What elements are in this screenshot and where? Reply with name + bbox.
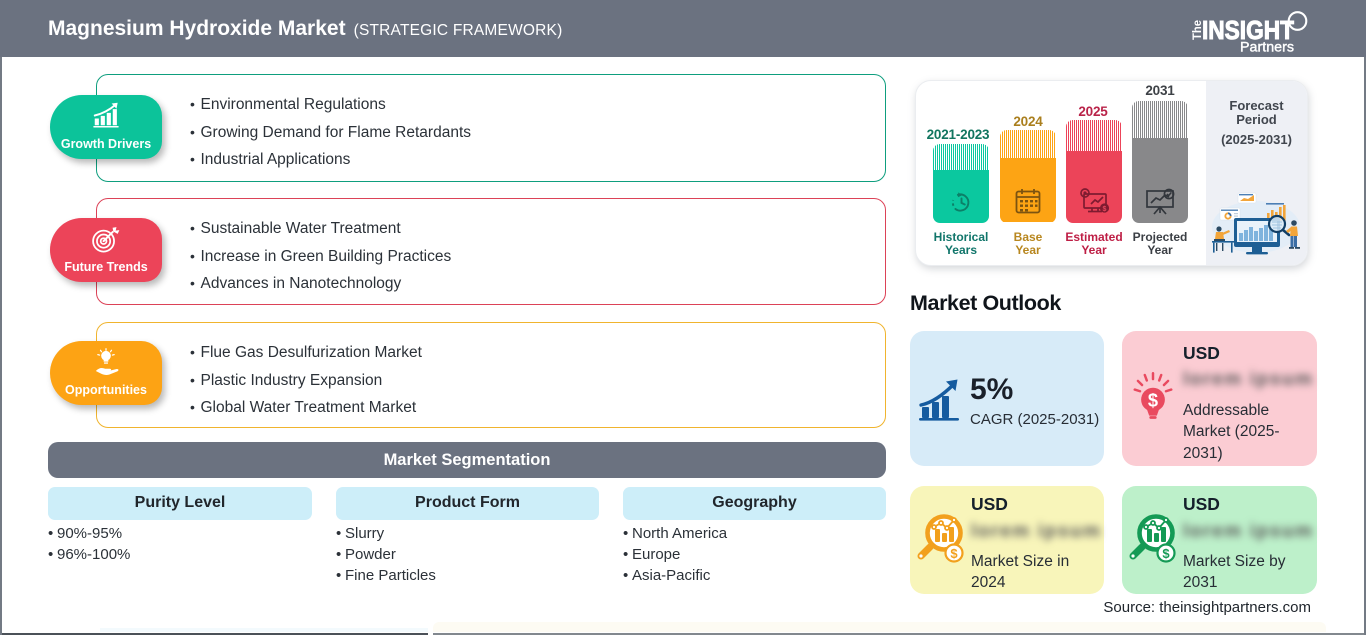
svg-text:$: $	[1103, 206, 1107, 213]
svg-text:Partners: Partners	[1240, 39, 1294, 55]
svg-text:INSIGHT: INSIGHT	[1202, 15, 1294, 45]
svg-text:$: $	[1148, 390, 1158, 411]
svg-text:The: The	[1192, 20, 1204, 40]
svg-text:$: $	[1162, 546, 1170, 561]
svg-text:$: $	[950, 546, 958, 561]
